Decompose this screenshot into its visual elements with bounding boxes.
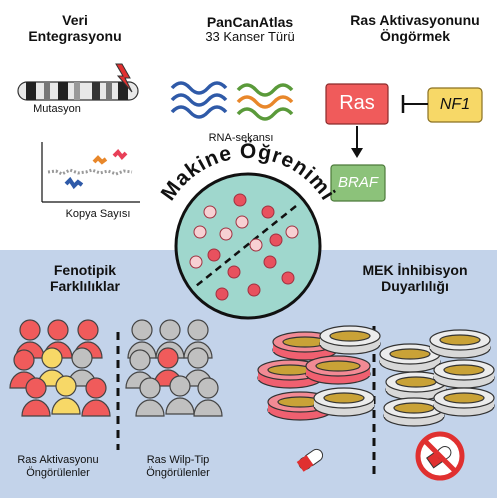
activation-arrow-head [351, 148, 363, 158]
mek-title: MEK İnhibisyon Duyarlılığı [340, 262, 490, 294]
ras-activation-caption-line2: Öngörülenler [26, 466, 90, 479]
mutation-bolt-icon [115, 63, 133, 93]
braf-box [330, 164, 386, 202]
pancan-title-line1: PanCanAtlas [206, 14, 294, 30]
chromosome-icon [17, 81, 139, 101]
decision-boundary [195, 205, 297, 287]
ras-wildtype-caption: Ras Wilp-Tip Öngörülenler [124, 454, 232, 479]
nf1-box-label: NF1 [439, 96, 471, 113]
phenotype-line2: Farklılıklar [49, 278, 121, 295]
ras-box-label: Ras [339, 92, 375, 114]
people-group-ras-activation [9, 319, 111, 417]
ras-prediction-line1: Ras Aktivasyonunu [350, 12, 480, 28]
ras-prediction-title: Ras Aktivasyonunu Öngörmek [345, 12, 485, 44]
mek-line1: MEK İnhibisyon [362, 262, 468, 278]
copy-number-plot [41, 142, 140, 203]
ras-box [325, 83, 389, 125]
braf-box-label: BRAF [337, 174, 378, 191]
ras-wildtype-caption-line1: Ras Wilp-Tip [146, 454, 210, 466]
people-group-ras-wildtype [125, 319, 223, 417]
ras-prediction-line2: Öngörmek [379, 28, 450, 45]
ml-dots [189, 193, 299, 301]
ras-activation-caption-line1: Ras Aktivasyonu [17, 454, 99, 466]
pancan-title: PanCanAtlas 33 Kanser Türü [175, 14, 325, 45]
mutation-label: Mutasyon [33, 103, 81, 115]
ras-wildtype-caption-line2: Öngörülenler [146, 466, 210, 479]
veri-title-line1: Veri [62, 12, 88, 28]
pancan-subtitle: 33 Kanser Türü [205, 29, 295, 45]
rna-seq-waves-icon [170, 81, 294, 121]
copy-number-label: Kopya Sayısı [65, 208, 131, 220]
dish-stack-sensitive [257, 325, 381, 421]
veri-title-line2: Entegrasyonu [28, 28, 122, 45]
dish-stack-resistant [379, 329, 495, 427]
phenotype-title: Fenotipik Farklılıklar [30, 262, 140, 294]
pill-icon [296, 448, 324, 472]
ras-activation-caption: Ras Aktivasyonu Öngörülenler [2, 454, 114, 479]
phenotype-line1: Fenotipik [53, 262, 117, 278]
mek-line2: Duyarlılığı [381, 278, 449, 295]
no-drug-icon [415, 431, 465, 481]
veri-title: Veri Entegrasyonu [20, 12, 130, 44]
rna-seq-label: RNA-sekansı [208, 132, 274, 144]
